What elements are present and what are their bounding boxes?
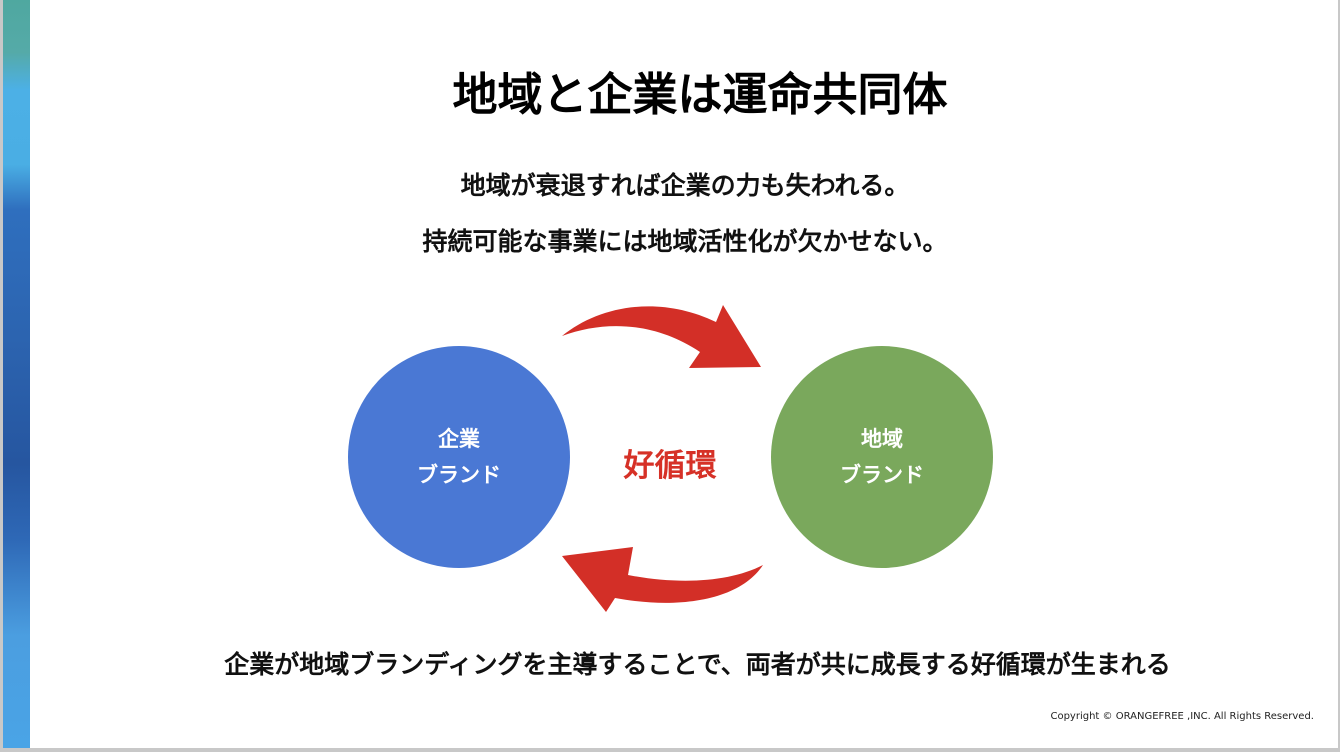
slide-title: 地域と企業は運命共同体 bbox=[452, 68, 948, 121]
regional-brand-label-2: ブランド bbox=[840, 463, 924, 487]
slide-edge bbox=[0, 0, 3, 748]
copyright: Copyright © ORANGEFREE ,INC. All Rights … bbox=[1050, 711, 1314, 722]
virtuous-cycle-label: 好循環 bbox=[623, 448, 717, 484]
conclusion-text: 企業が地域ブランディングを主導することで、両者が共に成長する好循環が生まれる bbox=[224, 650, 1171, 679]
corporate-brand-circle: 企業 ブランド bbox=[348, 346, 570, 568]
subtitle-line-2: 持続可能な事業には地域活性化が欠かせない。 bbox=[422, 227, 948, 256]
arrow-right-icon bbox=[562, 305, 761, 368]
subtitle-line-1: 地域が衰退すれば企業の力も失われる。 bbox=[460, 171, 910, 200]
corporate-brand-label-1: 企業 bbox=[438, 427, 480, 451]
decorative-side-stripe bbox=[3, 0, 30, 748]
regional-brand-circle: 地域 ブランド bbox=[771, 346, 993, 568]
regional-brand-label-1: 地域 bbox=[861, 427, 903, 451]
arrow-left-icon bbox=[562, 547, 763, 612]
corporate-brand-label-2: ブランド bbox=[417, 463, 501, 487]
